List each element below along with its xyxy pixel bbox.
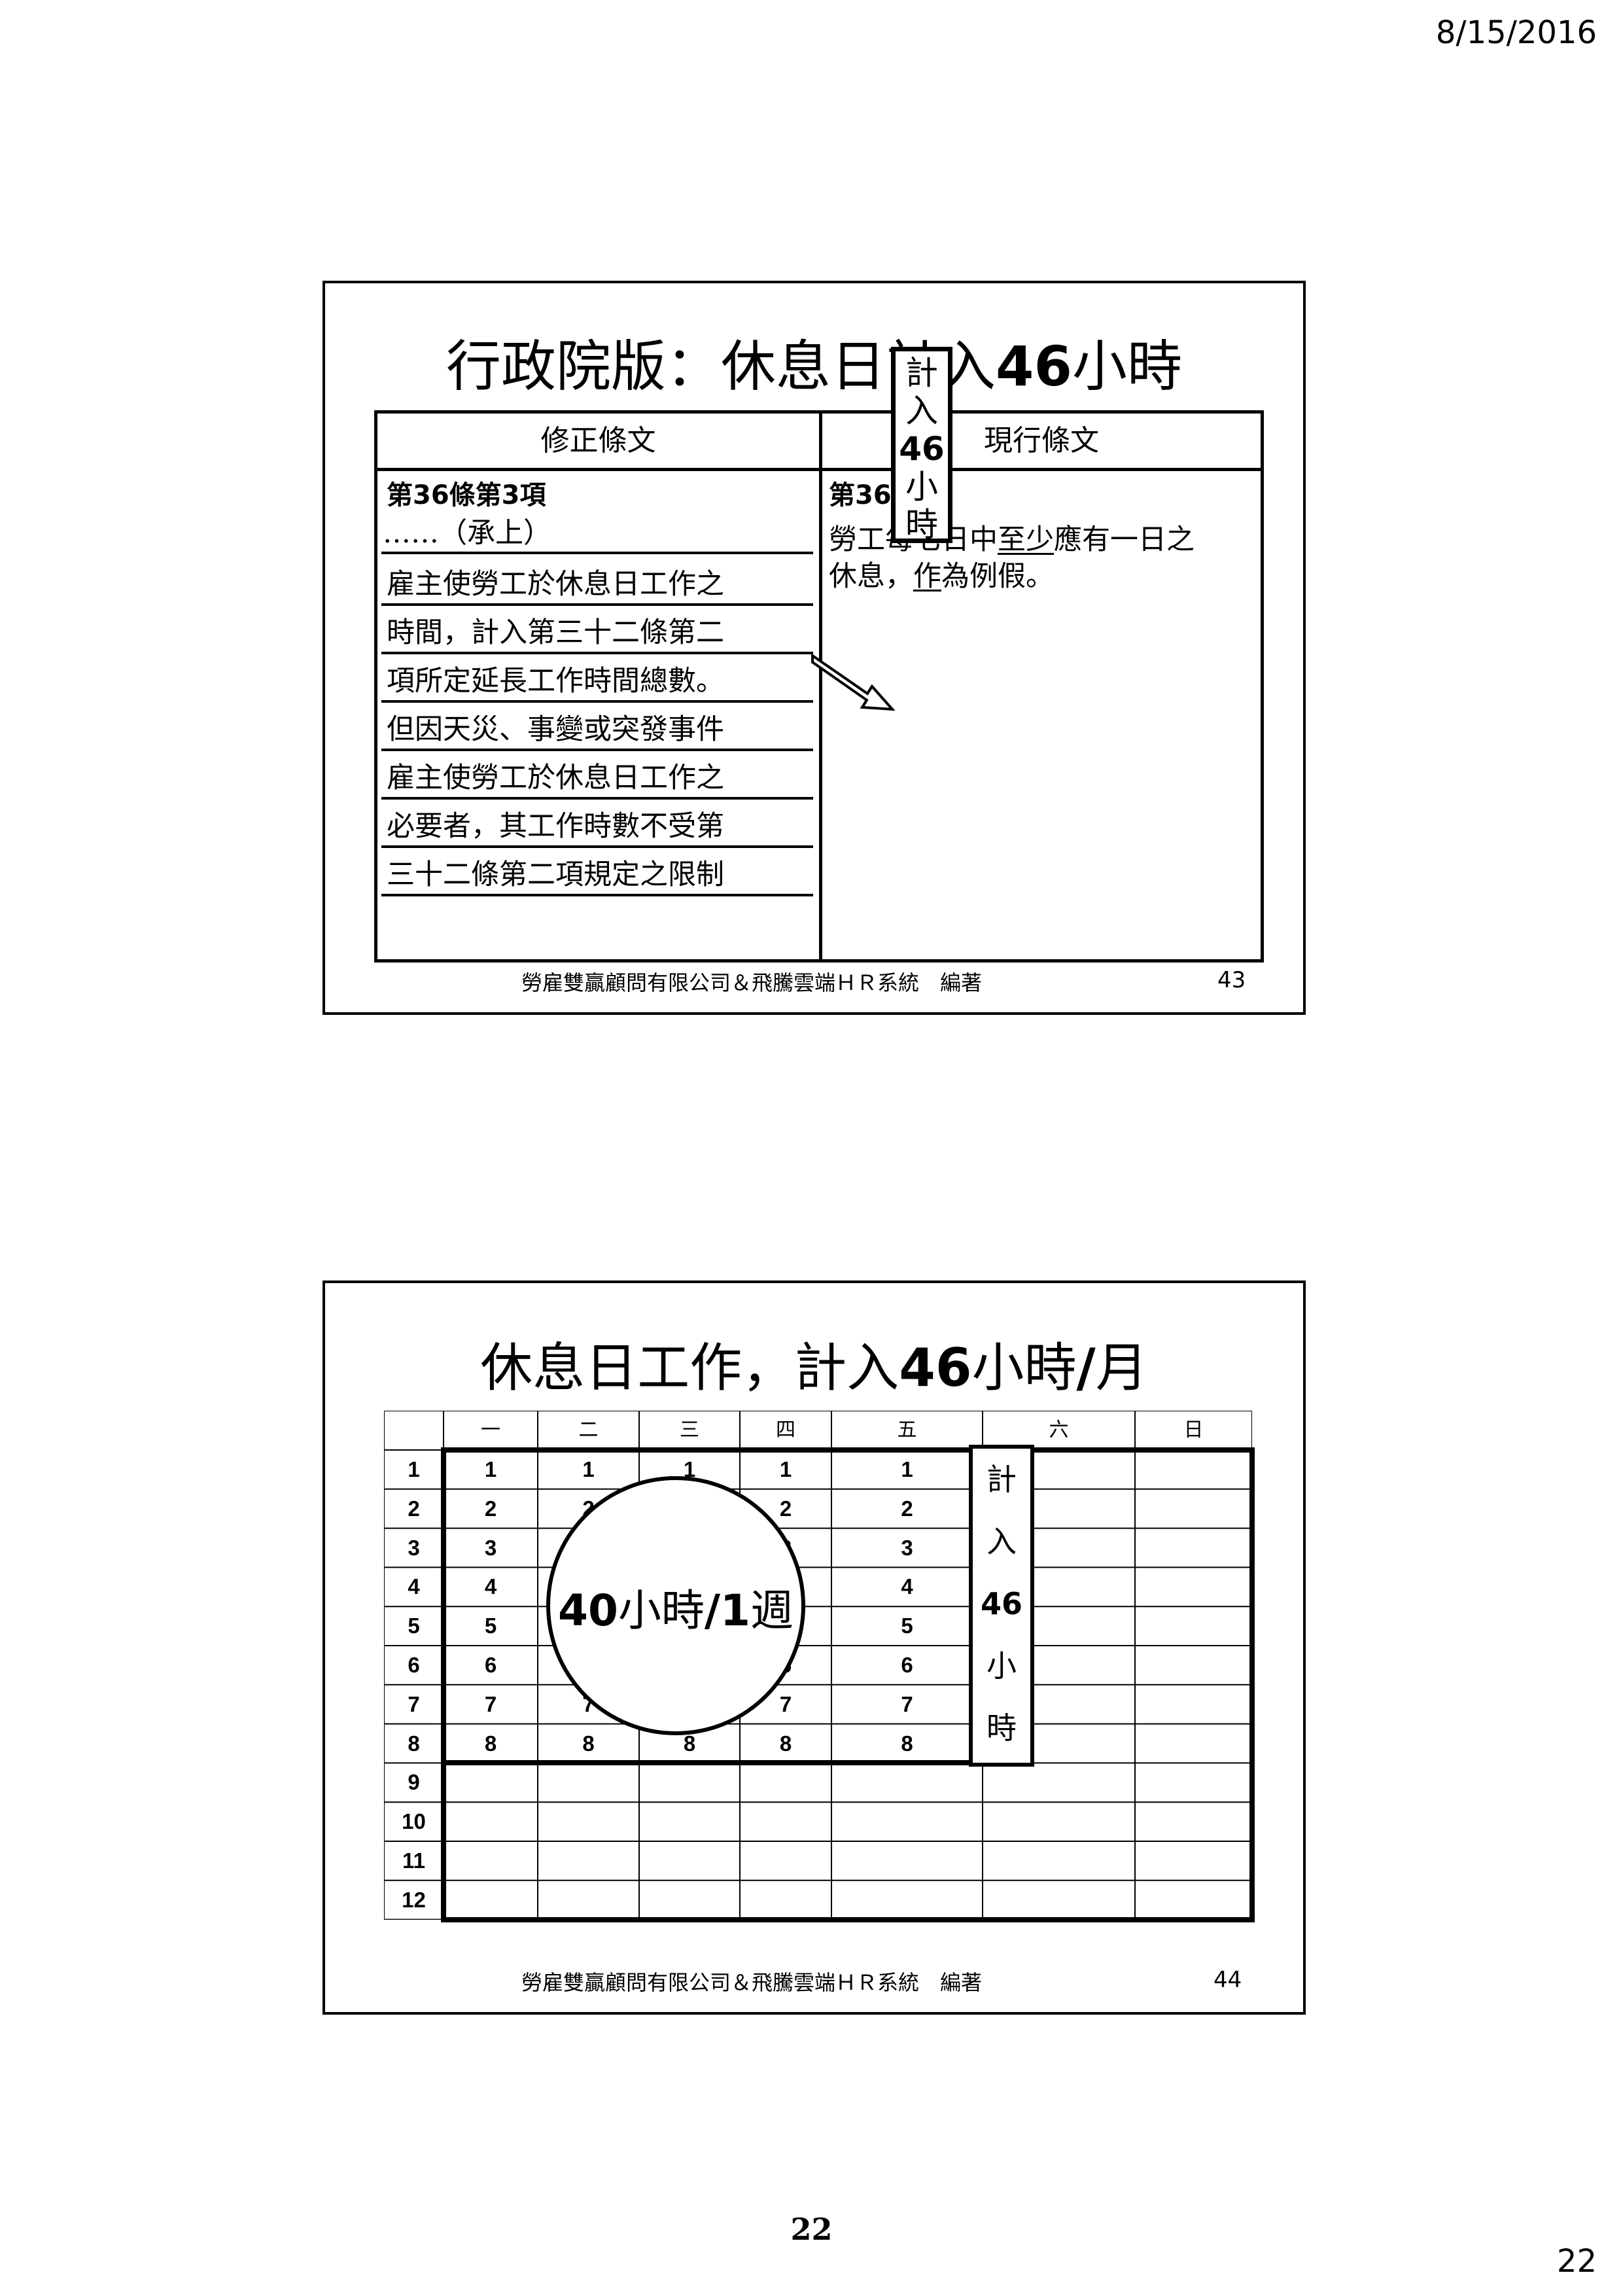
arrow-icon (811, 653, 896, 711)
hour-cell: 5 (484, 1614, 497, 1638)
row-label: 4 (408, 1574, 420, 1599)
weekday-header: 日 (1183, 1419, 1204, 1441)
page-number: 22 (790, 2212, 833, 2247)
row-label: 8 (408, 1731, 420, 1756)
hour-cell: 7 (779, 1691, 792, 1716)
count-46-hours-callout: 計 入 46 小 時 (891, 347, 952, 544)
weekday-header: 四 (776, 1419, 795, 1441)
row-label: 2 (408, 1496, 420, 1521)
print-date: 8/15/2016 (1435, 14, 1597, 51)
hour-cell: 8 (901, 1731, 913, 1756)
slide-number: 43 (1217, 967, 1246, 993)
row-label: 6 (408, 1653, 420, 1677)
weekday-header: 五 (897, 1419, 917, 1441)
hour-cell: 6 (901, 1653, 913, 1677)
weekly-hours-grid: 一二三四五六日123456789101112111112222233333444… (384, 1411, 1255, 1922)
continued-note: ……（承上） (383, 517, 551, 550)
current-line-2: 休息，作為例假。 (829, 560, 1054, 593)
hour-cell: 1 (779, 1457, 792, 1481)
current-header: 現行條文 (984, 424, 1099, 457)
amended-line-1: 雇主使勞工於休息日工作之 (387, 568, 724, 601)
amended-line-7: 三十二條第二項規定之限制 (387, 858, 724, 891)
hour-cell: 6 (484, 1653, 497, 1677)
amended-line-4: 但因天災、事變或突發事件 (387, 713, 724, 746)
slide-43: 行政院版：休息日計入46小時 修正條文 現行條文 第36條第3項 ……（承上） … (323, 281, 1306, 1015)
hour-cell: 1 (901, 1457, 913, 1481)
hour-cell: 1 (683, 1457, 696, 1481)
hour-cell: 7 (484, 1691, 497, 1716)
row-label: 12 (402, 1887, 426, 1912)
hour-cell: 2 (484, 1496, 497, 1521)
hour-cell: 2 (901, 1496, 913, 1521)
hour-cell: 1 (484, 1457, 497, 1481)
hour-cell: 5 (901, 1614, 913, 1638)
row-label: 9 (408, 1770, 420, 1795)
amended-line-6: 必要者，其工作時數不受第 (387, 810, 724, 843)
hour-cell: 4 (484, 1574, 497, 1599)
hour-cell: 4 (901, 1574, 913, 1599)
slide-number: 44 (1213, 1967, 1242, 1993)
hour-cell: 8 (683, 1731, 696, 1756)
slide-title: 休息日工作，計入46小時/月 (480, 1337, 1148, 1398)
hour-cell: 2 (779, 1496, 792, 1521)
hour-cell: 3 (901, 1535, 913, 1560)
hour-cell: 8 (484, 1731, 497, 1756)
hour-cell: 8 (582, 1731, 595, 1756)
weekday-header: 一 (481, 1419, 500, 1441)
weekly-limit-label: 40小時/1週 (558, 1585, 794, 1636)
hour-cell: 3 (484, 1535, 497, 1560)
hour-cell: 8 (779, 1731, 792, 1756)
row-label: 10 (402, 1809, 426, 1834)
amended-line-2: 時間，計入第三十二條第二 (387, 616, 724, 649)
amended-line-3: 項所定延長工作時間總數。 (387, 665, 724, 698)
amended-line-5: 雇主使勞工於休息日工作之 (387, 762, 724, 794)
hour-cell: 1 (582, 1457, 595, 1481)
slide-footer: 勞雇雙贏顧問有限公司＆飛騰雲端ＨＲ系統 編著 (521, 1970, 983, 1995)
weekday-header: 二 (578, 1419, 599, 1441)
row-label: 7 (408, 1691, 420, 1716)
amended-article: 第36條第3項 (387, 480, 546, 510)
amended-header: 修正條文 (540, 424, 656, 457)
row-label: 1 (408, 1457, 420, 1481)
row-label: 5 (408, 1614, 420, 1638)
weekday-header: 三 (680, 1419, 699, 1441)
corner-page-number: 22 (1556, 2243, 1597, 2280)
row-label: 11 (402, 1848, 425, 1873)
count-46-hours-callout: 計 入 46 小 時 (969, 1445, 1034, 1767)
comparison-table: 修正條文 現行條文 第36條第3項 ……（承上） 雇主使勞工於休息日工作之 時間… (374, 410, 1264, 963)
hour-cell: 7 (901, 1691, 913, 1716)
slide-title: 行政院版：休息日計入46小時 (446, 334, 1182, 398)
weekly-limit-circle: 40小時/1週 (546, 1476, 805, 1735)
weekday-header: 六 (1049, 1419, 1069, 1441)
slide-footer: 勞雇雙贏顧問有限公司＆飛騰雲端ＨＲ系統 編著 (521, 970, 983, 995)
row-label: 3 (408, 1535, 420, 1560)
current-line-1: 勞工每七日中至少應有一日之 (829, 523, 1195, 556)
